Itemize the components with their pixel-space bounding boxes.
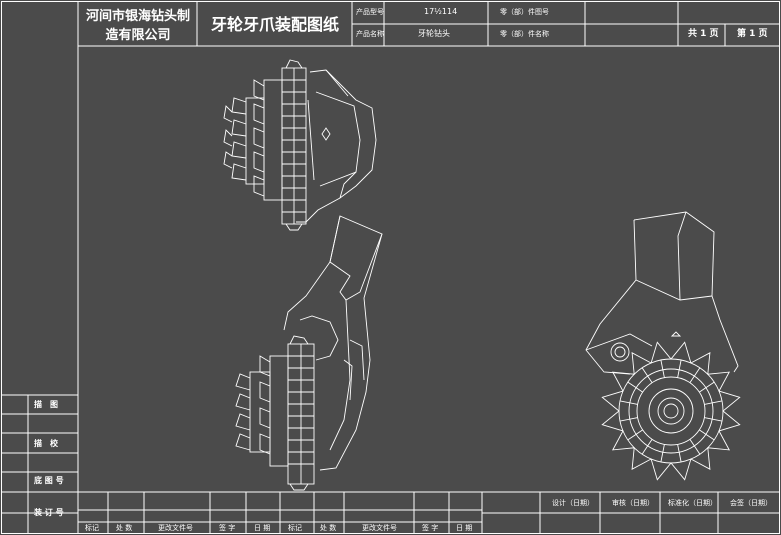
drawing-title: 牙轮牙爪装配图纸 [210,15,339,34]
part-no-label: 零（部）件图号 [500,8,549,16]
tooth-rib [660,444,665,463]
rev-header-date-2: 日 期 [456,524,473,532]
side-checked: 描 校 [34,439,58,448]
rev-header-mark-2: 标记 [288,524,302,532]
tooth-rib [619,417,638,422]
rev-header-sign: 签 字 [219,524,236,532]
front-view-drawing [235,215,383,491]
side-drawn: 描 图 [34,400,58,409]
tooth-rib [641,367,653,383]
tooth-rib [689,439,701,455]
tooth-rib [641,439,653,455]
name-value: 牙轮钻头 [418,29,450,38]
page-number: 第 1 页 [737,29,768,39]
tooth-rib [704,417,723,422]
tooth-rib [677,359,682,378]
name-label: 产品名称 [356,30,384,38]
rev-header-doc: 更改文件号 [158,524,193,532]
company-name: 河间市银海钻头制造有限公司 [85,9,190,43]
cone-teeth-drawing [601,341,741,481]
part-name-label: 零（部）件名称 [500,30,549,38]
rev-header-sign-2: 签 字 [422,524,439,532]
tooth-rib [619,400,638,405]
tooth-rib [660,359,665,378]
rev-header-mark: 标记 [85,524,99,532]
tooth-rib [704,400,723,405]
model-label: 产品型号 [356,8,384,16]
total-pages: 共 1 页 [688,29,719,39]
rev-header-count-2: 处 数 [320,524,337,532]
rev-header-doc-2: 更改文件号 [362,524,397,532]
top-view-drawing [223,59,377,231]
model-value: 17½114 [424,7,458,16]
cone-tooth-outline [601,341,741,481]
approval-standard: 标准化（日期） [668,499,717,507]
tooth-rib [627,381,643,393]
tooth-rib [699,381,715,393]
tooth-rib [627,429,643,441]
side-old-drawing-no: 底 图 号 [34,476,64,485]
side-binding-no: 装 订 号 [34,508,64,517]
end-view-drawing [585,211,739,464]
tooth-rib [699,429,715,441]
tooth-rib [677,444,682,463]
approval-countersign: 会签（日期） [730,499,772,507]
rev-header-count: 处 数 [116,524,133,532]
rev-header-date: 日 期 [254,524,271,532]
approval-review: 审核（日期） [612,499,654,507]
tooth-rib [689,367,701,383]
approval-design: 设计（日期） [552,499,594,507]
